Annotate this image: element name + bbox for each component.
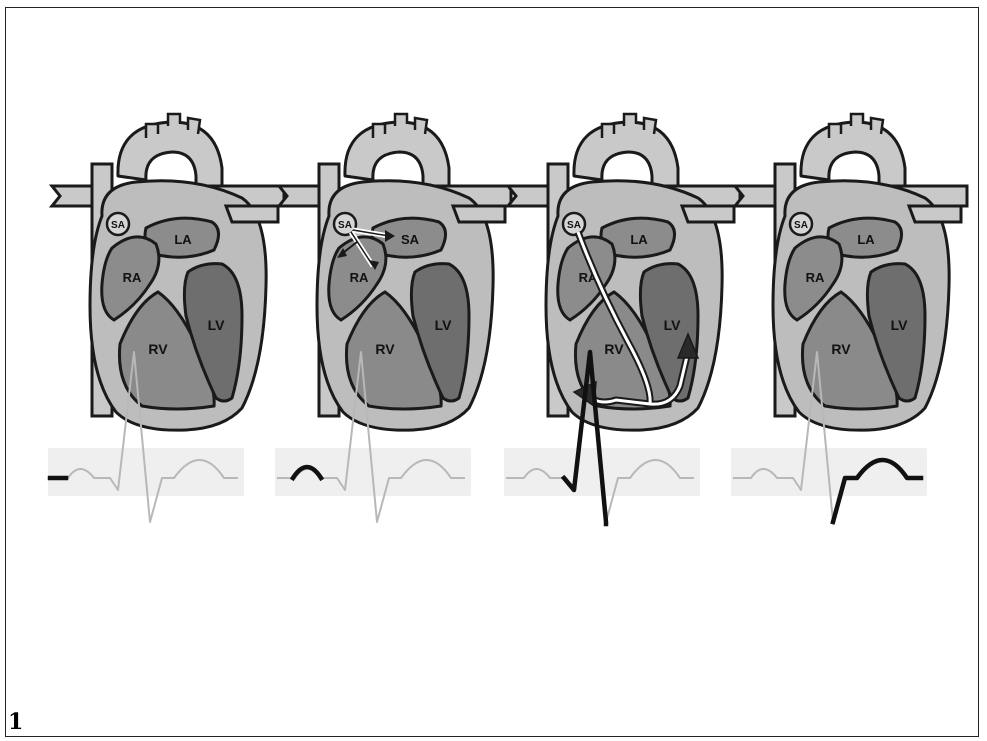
right-atrium-label: RA bbox=[123, 270, 142, 285]
pulmonary-vein-right bbox=[226, 206, 278, 222]
sa-node-label: SA bbox=[794, 220, 808, 231]
sa-node-label: SA bbox=[338, 220, 352, 231]
right-atrium-label: RA bbox=[806, 270, 825, 285]
pulmonary-vein-right bbox=[909, 206, 961, 222]
pulmonary-vein-right bbox=[682, 206, 734, 222]
left-atrium-label: LA bbox=[174, 232, 192, 247]
panel-4: SA LA RA RV LV bbox=[731, 114, 967, 522]
panel-2: SA SA RA RV LV bbox=[275, 114, 511, 522]
sa-node-label: SA bbox=[111, 220, 125, 231]
figure-number: 1 bbox=[8, 709, 23, 735]
sa-node-label: SA bbox=[567, 220, 581, 231]
panel-1: SA LA RA RV LV bbox=[48, 114, 284, 522]
left-atrium-label: LA bbox=[857, 232, 875, 247]
right-atrium-label: RA bbox=[350, 270, 369, 285]
left-ventricle-label: LV bbox=[664, 317, 682, 333]
left-ventricle-label: LV bbox=[208, 317, 226, 333]
right-ventricle-label: RV bbox=[375, 341, 395, 357]
left-ventricle-label: LV bbox=[891, 317, 909, 333]
left-atrium-label: LA bbox=[630, 232, 648, 247]
right-ventricle-label: RV bbox=[148, 341, 168, 357]
right-ventricle-label: RV bbox=[604, 341, 624, 357]
left-ventricle-label: LV bbox=[435, 317, 453, 333]
right-ventricle-label: RV bbox=[831, 341, 851, 357]
pulmonary-vein-right bbox=[453, 206, 505, 222]
left-atrium-label: SA bbox=[401, 232, 420, 247]
